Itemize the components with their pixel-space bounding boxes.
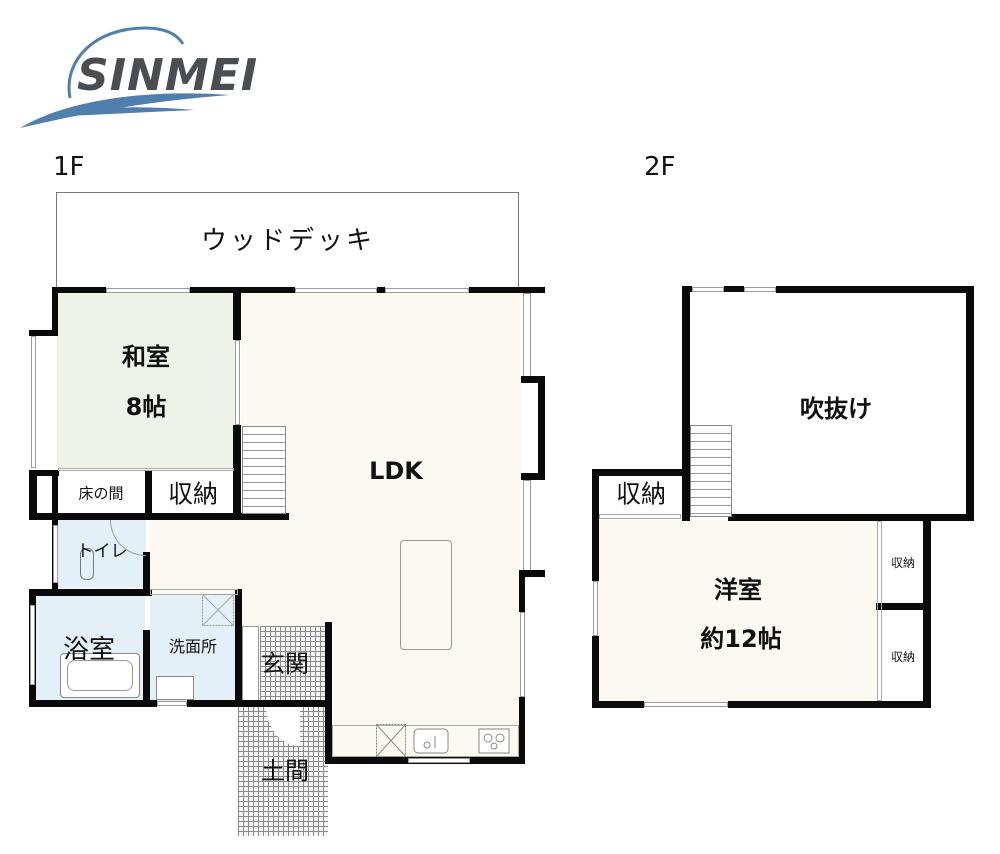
window	[593, 581, 598, 636]
label-storage-2f-right-bottom: 収納	[890, 650, 916, 664]
wall	[728, 514, 974, 521]
wall	[682, 286, 690, 521]
stove-icon	[478, 728, 510, 754]
label-bath: 浴室	[62, 635, 116, 665]
wall	[923, 514, 931, 708]
divider	[150, 589, 238, 595]
logo-text: SINMEI	[77, 50, 259, 101]
window	[385, 288, 469, 293]
wall	[728, 701, 930, 708]
label-washitsu-size: 8帖	[125, 393, 167, 421]
label-doma: 土間	[261, 757, 309, 785]
washer-space-icon	[202, 594, 234, 626]
wall	[29, 589, 152, 596]
window	[523, 293, 531, 378]
company-logo: SINMEI	[15, 20, 275, 135]
wall	[592, 701, 644, 708]
wall	[233, 425, 241, 520]
window	[408, 758, 470, 763]
wall	[29, 513, 289, 520]
wall	[190, 287, 295, 293]
window	[31, 336, 36, 468]
window	[523, 480, 531, 572]
wall	[52, 287, 58, 335]
floor-label-1f: 1F	[53, 152, 85, 182]
wall	[303, 700, 332, 707]
window	[30, 605, 35, 685]
wall	[592, 469, 688, 476]
label-tokonoma: 床の間	[78, 484, 124, 503]
wall	[29, 470, 59, 476]
washbasin-icon	[156, 676, 194, 700]
wall	[966, 286, 974, 521]
wall	[235, 589, 242, 707]
wall	[29, 700, 157, 707]
wall	[143, 630, 150, 705]
wall	[233, 287, 241, 340]
label-ldk: LDK	[369, 457, 423, 485]
window	[520, 612, 525, 697]
room-ldk	[241, 293, 522, 523]
room-youshitsu	[598, 520, 878, 702]
window	[53, 525, 58, 583]
wall	[469, 287, 545, 293]
label-youshitsu-size: 約12帖	[700, 625, 782, 653]
label-toilet: トイレ	[76, 541, 128, 562]
wall	[325, 622, 332, 762]
floor-label-2f: 2F	[644, 152, 676, 182]
label-washitsu: 和室	[122, 343, 170, 371]
window	[106, 288, 190, 293]
toilet-fixture-icon	[80, 548, 94, 580]
label-storage-1f: 収納	[167, 479, 219, 509]
label-youshitsu: 洋室	[714, 576, 762, 604]
window	[235, 340, 240, 425]
wall	[325, 622, 332, 628]
label-fukinuke: 吹抜け	[800, 395, 872, 423]
genkan-step	[242, 626, 259, 702]
wall	[29, 330, 58, 336]
window	[157, 701, 187, 706]
wall	[143, 552, 150, 594]
label-storage-2f-left: 収納	[615, 479, 667, 509]
wall	[776, 286, 974, 293]
wall	[876, 603, 931, 610]
wall	[377, 287, 385, 293]
window	[692, 287, 724, 292]
wall	[538, 376, 545, 476]
window	[295, 288, 377, 293]
label-genkan: 玄関	[261, 650, 309, 678]
room-genkan	[260, 626, 326, 702]
wall	[52, 287, 106, 293]
bathtub-inner	[67, 660, 133, 691]
label-washroom: 洗面所	[168, 637, 218, 656]
wall	[521, 376, 545, 383]
wall	[724, 286, 744, 292]
wall	[519, 697, 525, 763]
wall	[145, 470, 152, 518]
wall	[519, 570, 545, 577]
staircase-1f	[242, 426, 286, 514]
staircase-2f	[690, 425, 732, 517]
wall	[592, 636, 599, 708]
kitchen-counter	[332, 725, 519, 757]
fridge-space-icon	[376, 724, 406, 757]
wall	[52, 470, 58, 520]
window	[644, 702, 728, 707]
wall	[29, 470, 37, 520]
wall	[519, 570, 525, 612]
wall	[521, 473, 545, 480]
label-wood-deck: ウッドデッキ	[200, 226, 376, 256]
wall	[592, 469, 599, 581]
divider	[599, 514, 681, 519]
label-storage-2f-right-top: 収納	[890, 556, 916, 570]
window	[744, 287, 776, 292]
logo-wave-icon	[20, 26, 230, 128]
wall	[187, 700, 327, 707]
kitchen-island	[400, 540, 452, 650]
divider	[58, 468, 234, 471]
sink-icon	[413, 728, 449, 754]
closet-door	[877, 521, 882, 701]
room-washitsu	[57, 293, 235, 469]
